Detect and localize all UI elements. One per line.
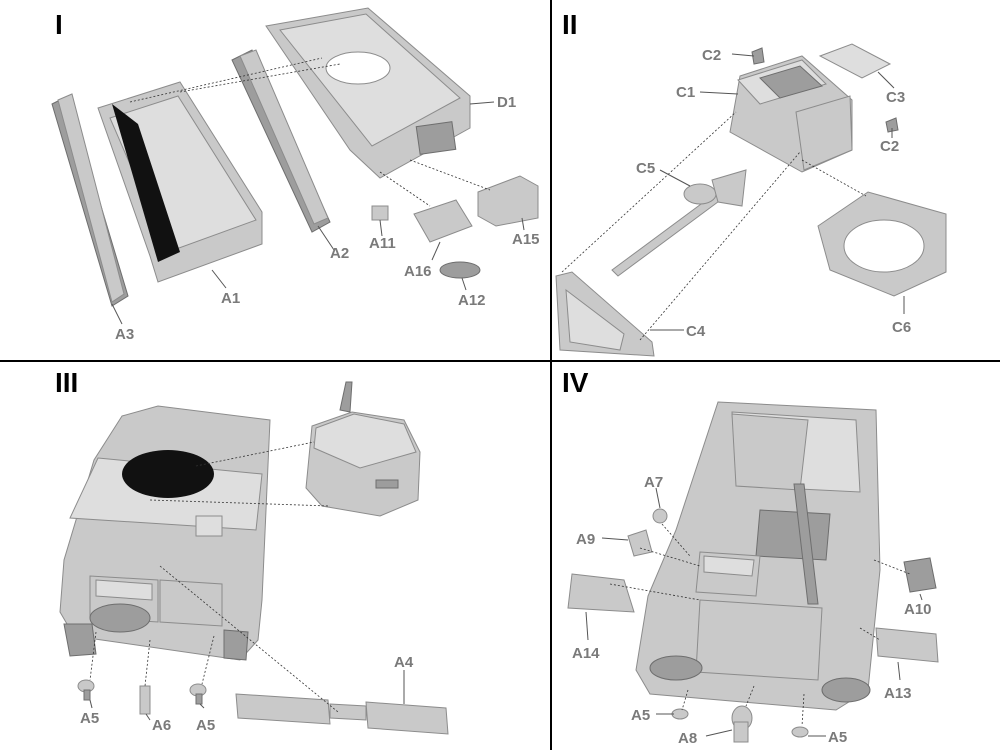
part-a5-left	[77, 679, 95, 701]
panel-step-3: III	[55, 367, 449, 735]
label-a8: A8	[678, 730, 697, 747]
step-number: III	[55, 367, 78, 398]
label-a4: A4	[394, 654, 414, 671]
part-a8	[731, 705, 753, 743]
part-a15	[477, 175, 539, 227]
label-c3: C3	[886, 89, 905, 106]
label-c2-right: C2	[880, 138, 899, 155]
step-number: II	[562, 9, 578, 40]
part-hull-floor	[97, 81, 263, 283]
part-a7	[652, 508, 668, 524]
label-a5-left: A5	[80, 710, 99, 727]
panel-step-1: I	[51, 7, 540, 343]
part-hull	[59, 405, 271, 661]
label-a2: A2	[330, 245, 349, 262]
label-a11: A11	[369, 235, 396, 252]
part-a5-right	[791, 726, 809, 738]
part-upper-hull	[265, 7, 471, 179]
part-a14	[567, 573, 635, 613]
panel-step-2: II	[555, 9, 947, 357]
part-tank-body	[635, 401, 881, 711]
label-a6: A6	[152, 717, 171, 734]
part-a5-right	[189, 683, 207, 705]
part-mantlet-plate	[555, 271, 655, 357]
label-a16: A16	[404, 263, 432, 280]
part-a16	[413, 199, 473, 243]
part-a13	[875, 627, 939, 663]
label-c4: C4	[686, 323, 706, 340]
label-a7: A7	[644, 474, 663, 491]
part-a11	[371, 205, 389, 221]
part-c2-right	[885, 117, 899, 133]
part-turret-assembly	[305, 381, 421, 517]
label-d1: D1	[497, 94, 516, 111]
label-a9: A9	[576, 531, 595, 548]
part-roof-plate	[818, 43, 892, 79]
step-number: IV	[562, 367, 589, 398]
part-a9	[627, 529, 653, 557]
part-track-right	[231, 49, 331, 233]
label-c6: C6	[892, 319, 911, 336]
label-a5-left: A5	[631, 707, 650, 724]
label-a10: A10	[904, 601, 932, 618]
part-exhaust	[235, 693, 449, 735]
label-a3: A3	[115, 326, 134, 343]
label-a5-right: A5	[828, 729, 847, 746]
label-c5: C5	[636, 160, 655, 177]
label-a15: A15	[512, 231, 540, 248]
part-a6	[139, 685, 151, 715]
part-a5-left	[671, 708, 689, 720]
part-gun	[611, 169, 747, 277]
part-turret-shell	[729, 55, 853, 173]
label-a12: A12	[458, 292, 486, 309]
step-number: I	[55, 9, 63, 40]
label-a13: A13	[884, 685, 912, 702]
panel-step-4: IV	[562, 367, 939, 747]
part-a10	[903, 557, 937, 593]
part-a12	[439, 261, 481, 279]
label-a14: A14	[572, 645, 600, 662]
label-a1: A1	[221, 290, 240, 307]
part-c2-top	[751, 47, 765, 65]
part-track-left	[51, 93, 129, 307]
label-c1: C1	[676, 84, 695, 101]
label-a5-right: A5	[196, 717, 215, 734]
label-c2-top: C2	[702, 47, 721, 64]
part-turret-ring	[817, 191, 947, 297]
